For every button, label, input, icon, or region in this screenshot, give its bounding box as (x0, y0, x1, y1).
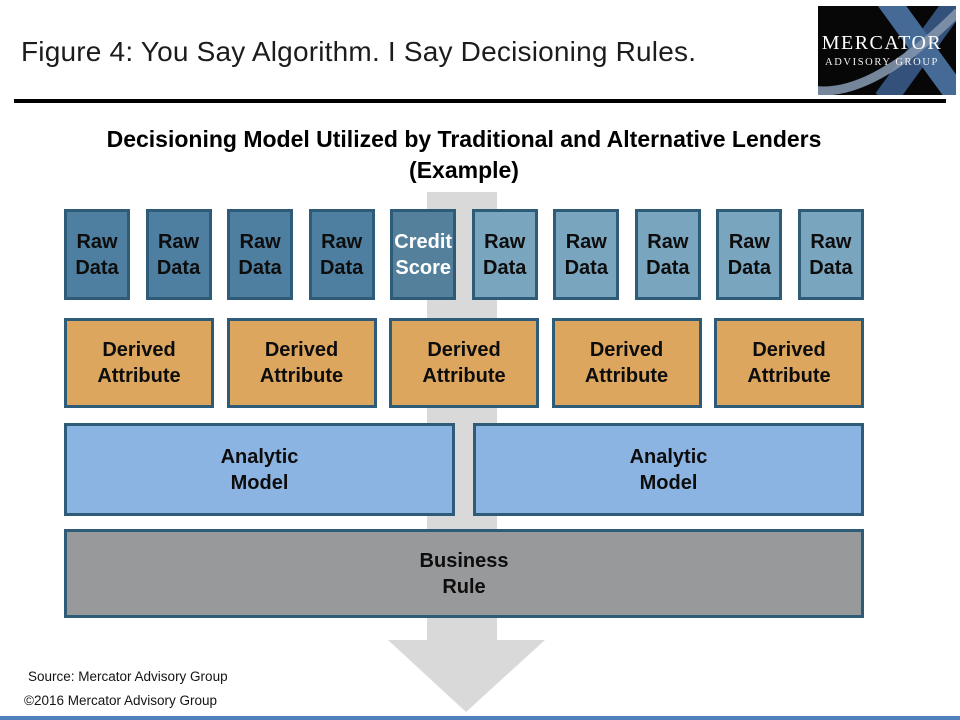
box-label-line: Data (564, 256, 608, 279)
box-label-line: Raw (157, 230, 200, 253)
box-label-line: Data (319, 256, 364, 279)
raw-data-box: Raw Data (797, 209, 864, 300)
box-label-line: Business (419, 549, 509, 572)
logo-x-swoosh-icon (818, 6, 956, 95)
mercator-logo: MERCATOR ADVISORY GROUP (818, 6, 956, 95)
raw-data-box: Raw Data (227, 209, 294, 300)
box-label-line: Raw (484, 230, 526, 253)
derived-attribute-box: Derived Attribute (226, 318, 377, 408)
logo-tagline: ADVISORY GROUP (825, 57, 939, 68)
box-label-line: Attribute (422, 365, 506, 387)
raw-data-box: Raw Data (716, 209, 783, 300)
box-label-line: Attribute (97, 365, 181, 387)
diagram-title: Decisioning Model Utilized by Traditiona… (59, 124, 869, 186)
box-label-line: Derived (589, 339, 664, 361)
copyright-note: ©2016 Mercator Advisory Group (24, 693, 218, 708)
diagram-title-line1: Decisioning Model Utilized by Traditiona… (106, 126, 822, 152)
diagram-title-line2: (Example) (409, 157, 519, 183)
box-label-line: Raw (728, 230, 770, 253)
box-label-line: Model (230, 471, 289, 494)
credit-score-box: Credit Score (390, 209, 457, 300)
analytic-model-box: Analytic Model (64, 423, 455, 516)
box-label-line: Data (238, 256, 282, 279)
derived-attribute-box: Derived Attribute (551, 318, 702, 408)
raw-data-box: Raw Data (634, 209, 701, 300)
box-label-line: Data (483, 256, 527, 279)
box-label-line: Derived (752, 339, 826, 361)
box-label-line: Derived (102, 339, 176, 361)
box-label-line: Raw (76, 230, 118, 253)
box-label-line: Attribute (584, 365, 669, 387)
raw-data-box: Raw Data (64, 209, 130, 300)
box-label-line: Attribute (259, 365, 344, 387)
raw-data-box: Raw Data (308, 209, 375, 300)
footer-accent-line (0, 716, 960, 720)
derived-attribute-row: Derived Attribute Derived Attribute Deri… (64, 318, 864, 408)
raw-data-row: Raw Data Raw Data Raw Data Raw Data Cred… (64, 209, 864, 300)
box-label-line: Rule (442, 575, 486, 598)
header-divider (14, 99, 946, 103)
derived-attribute-box: Derived Attribute (714, 318, 864, 408)
box-label-line: Derived (427, 339, 501, 361)
box-label-line: Attribute (747, 365, 831, 387)
box-label-line: Analytic (629, 445, 708, 468)
derived-attribute-box: Derived Attribute (64, 318, 214, 408)
box-label-line: Raw (239, 230, 281, 253)
box-label-line: Credit (394, 230, 453, 253)
box-label-line: Model (639, 471, 698, 494)
box-label-line: Data (727, 256, 772, 279)
box-label-line: Raw (810, 230, 852, 253)
logo-name: MERCATOR (821, 32, 943, 54)
source-note: Source: Mercator Advisory Group (28, 669, 228, 684)
box-label-line: Raw (321, 230, 363, 253)
box-label-line: Data (809, 256, 853, 279)
derived-attribute-box: Derived Attribute (389, 318, 539, 408)
business-rule-row: Business Rule (64, 529, 864, 618)
box-label-line: Derived (264, 339, 339, 361)
box-label-line: Score (395, 256, 451, 279)
raw-data-box: Raw Data (471, 209, 538, 300)
box-label-line: Data (156, 256, 201, 279)
box-label-line: Data (75, 256, 119, 279)
raw-data-box: Raw Data (553, 209, 620, 300)
box-label-line: Raw (647, 230, 689, 253)
analytic-model-row: Analytic Model Analytic Model (64, 423, 864, 516)
figure-caption: Figure 4: You Say Algorithm. I Say Decis… (21, 36, 697, 67)
business-rule-box: Business Rule (64, 529, 864, 618)
box-label-line: Raw (565, 230, 607, 253)
raw-data-box: Raw Data (145, 209, 212, 300)
box-label-line: Analytic (220, 445, 299, 468)
box-label-line: Data (646, 256, 690, 279)
analytic-model-box: Analytic Model (473, 423, 864, 516)
